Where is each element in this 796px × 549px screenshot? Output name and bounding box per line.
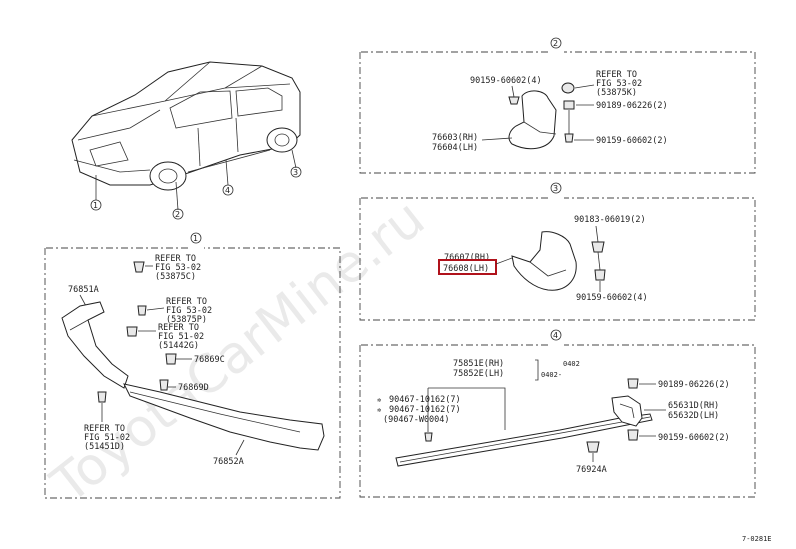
- s2-refer-2: FIG 53-02: [596, 79, 642, 89]
- s1-refer-top-3: (53875C): [155, 272, 196, 282]
- s4-clip-76924a: 76924A: [576, 465, 607, 475]
- s3-bolt: 90159-60602(4): [576, 293, 648, 303]
- section-3-number: 3: [553, 184, 558, 193]
- s2-nut: 90189-06226(2): [596, 101, 668, 111]
- s1-refer-mid-1: REFER TO: [166, 297, 207, 307]
- callout-4: 4: [225, 186, 230, 195]
- section-3: 3 90183-06019(2) 90159-60602(4) 76607(RH…: [359, 182, 756, 321]
- s1-refer-top-1: REFER TO: [155, 254, 196, 264]
- section-4-number: 4: [553, 331, 558, 340]
- s2-refer-1: REFER TO: [596, 70, 637, 80]
- s4-nut: 90189-06226(2): [658, 380, 730, 390]
- s4-bolt: 90159-60602(2): [658, 433, 730, 443]
- s4-date2: 0402-: [541, 371, 562, 379]
- s1-refer-bot-2: FIG 51-02: [84, 433, 130, 443]
- car-overview: 1 2 3 4: [71, 61, 302, 220]
- highlight-76608: [438, 259, 497, 275]
- s1-part-76869c: 76869C: [194, 355, 225, 365]
- section-1-number: 1: [193, 234, 198, 243]
- section-2-number: 2: [553, 39, 558, 48]
- s4-flap-rh: 65631D(RH): [668, 401, 719, 411]
- s2-bolt: 90159-60602(2): [596, 136, 668, 146]
- s4-rh: 75851E(RH): [453, 359, 504, 369]
- s1-refer-low-3: (51442G): [158, 341, 199, 351]
- s1-refer-bot-1: REFER TO: [84, 424, 125, 434]
- s3-part-rh: 76607(RH): [444, 253, 490, 263]
- s1-part-76869d: 76869D: [178, 383, 209, 393]
- s4-clip2: 90467-10162(7): [389, 405, 461, 415]
- s1-refer-low-2: FIG 51-02: [158, 332, 204, 342]
- s4-flap-lh: 65632D(LH): [668, 411, 719, 421]
- section-1: 1 REFER TO FIG 53-02 (53875C) 76851A REF…: [44, 232, 341, 499]
- s3-clip: 90183-06019(2): [574, 215, 646, 225]
- s4-clip1: 90467-10162(7): [389, 395, 461, 405]
- s2-fastener-left: 90159-60602(4): [470, 76, 542, 86]
- s1-refer-top-2: FIG 53-02: [155, 263, 201, 273]
- s2-part-lh: 76604(LH): [432, 143, 478, 153]
- s1-refer-low-1: REFER TO: [158, 323, 199, 333]
- s4-clip3: (90467-W0004): [383, 415, 450, 425]
- s1-part-76851a: 76851A: [68, 285, 99, 295]
- s3-part-lh: 76608(LH): [443, 264, 489, 274]
- s1-refer-mid-2: FIG 53-02: [166, 306, 212, 316]
- figure-code: 7-0281E: [742, 535, 772, 543]
- callout-1: 1: [93, 201, 98, 210]
- s4-lh: 75852E(LH): [453, 369, 504, 379]
- callout-3: 3: [293, 168, 298, 177]
- s2-part-rh: 76603(RH): [432, 133, 478, 143]
- section-4: 4 75851E(RH) 75852E(LH) 0402 0402- 90467…: [359, 329, 756, 498]
- s2-refer-3: (53875K): [596, 88, 637, 98]
- s4-marker1: ✲: [377, 396, 382, 404]
- section-2: 2 90159-60602(4) REFER TO FIG 53-02 (538…: [359, 37, 756, 174]
- callout-2: 2: [175, 210, 180, 219]
- s4-marker2: ✲: [377, 406, 382, 414]
- s1-refer-bot-3: (51451D): [84, 442, 125, 452]
- s4-date1: 0402: [563, 360, 580, 368]
- s1-part-76852a: 76852A: [213, 457, 244, 467]
- s1-refer-mid-3: (53875P): [166, 315, 207, 325]
